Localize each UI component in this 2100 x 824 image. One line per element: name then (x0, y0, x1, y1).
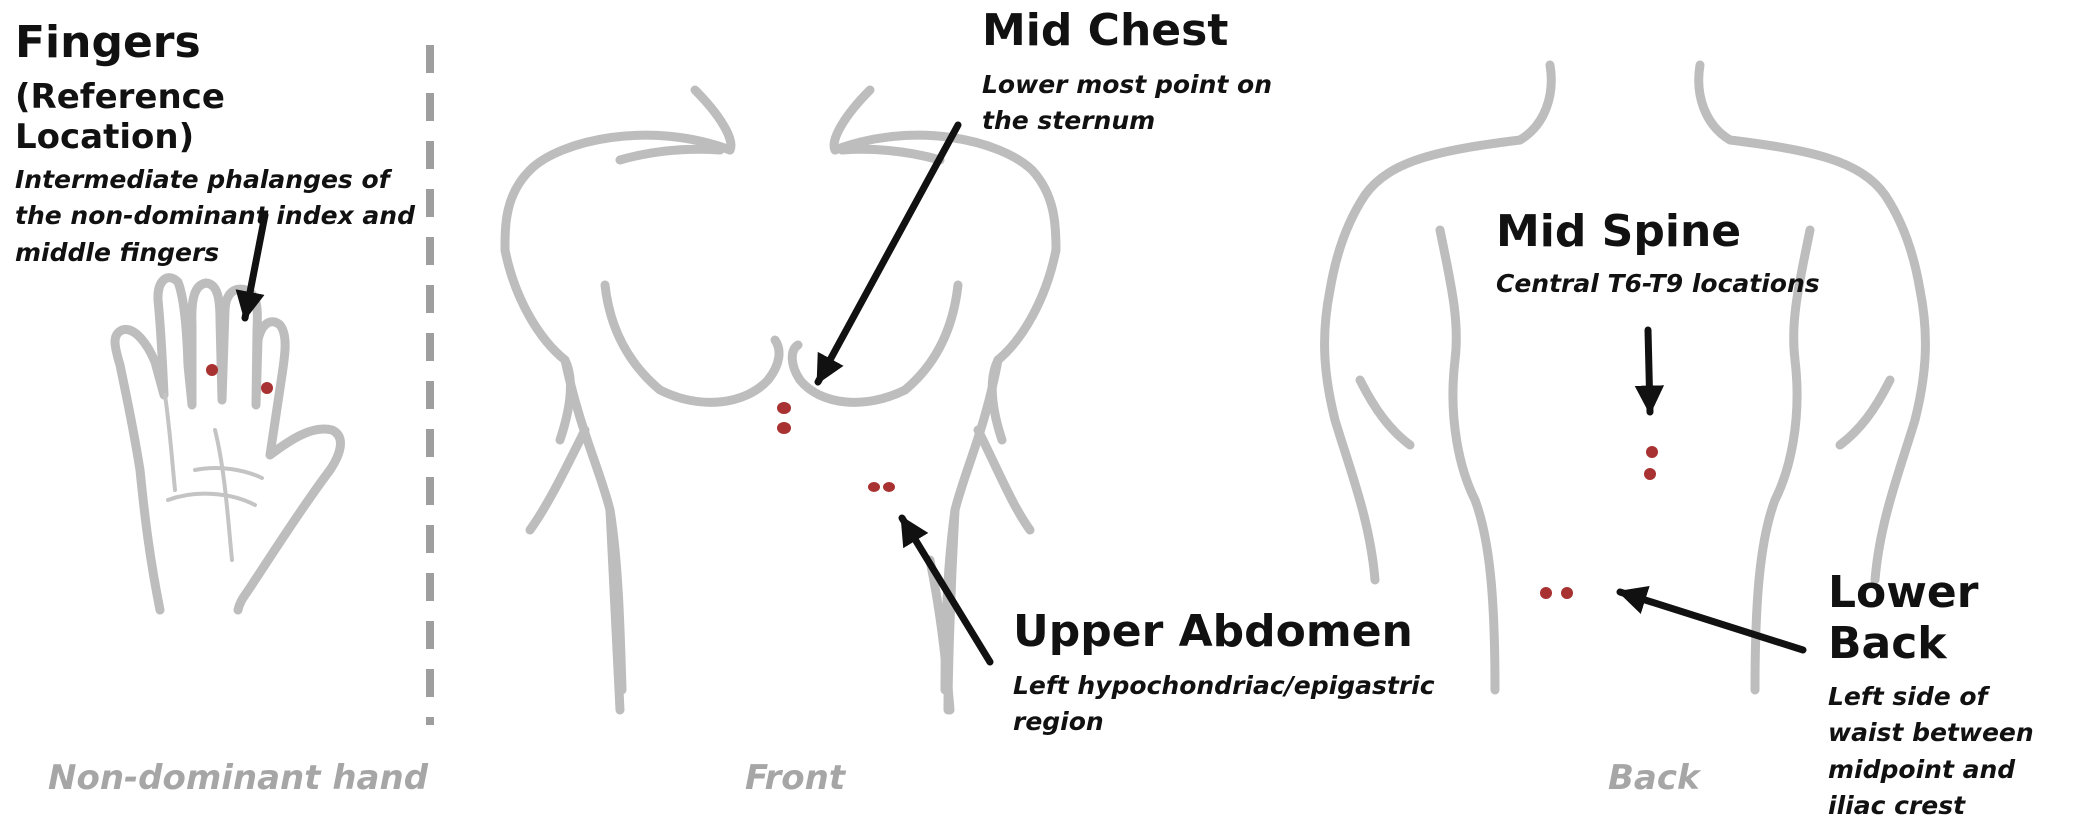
upper-abdomen-description: Left hypochondriac/epigastric region (1013, 670, 1435, 736)
mid-spine-title: Mid Spine (1496, 206, 1742, 257)
mid-chest-label: Mid Chest Lower most point on the sternu… (982, 5, 1332, 139)
back-caption: Back (1608, 758, 1700, 798)
front-torso-outline (500, 85, 1061, 715)
finger-markers (206, 364, 273, 394)
mid-spine-arrow (1634, 326, 1665, 416)
upper-abdomen-label: Upper Abdomen Left hypochondriac/epigast… (1013, 606, 1473, 740)
upper-abdomen-arrow (898, 514, 994, 666)
upper-abdomen-title: Upper Abdomen (1013, 606, 1413, 657)
marker-dot (868, 482, 880, 492)
fingers-description: Intermediate phalanges of the non-domina… (15, 165, 415, 267)
mid-spine-description: Central T6-T9 locations (1496, 268, 1820, 298)
marker-dot (883, 482, 895, 492)
mid-chest-title: Mid Chest (982, 5, 1229, 56)
marker-dot (777, 422, 791, 434)
mid-spine-label: Mid Spine Central T6-T9 locations (1496, 206, 1916, 302)
hand-outline (110, 273, 345, 615)
fingers-arrow (235, 211, 269, 322)
hand-caption: Non-dominant hand (48, 758, 429, 798)
marker-dot (1540, 587, 1552, 599)
marker-dot (1644, 468, 1656, 480)
diagram-canvas (110, 45, 1930, 725)
front-caption: Front (745, 758, 846, 798)
mid-chest-description: Lower most point on the sternum (982, 69, 1273, 135)
lower-back-label: Lower Back Left side of waist between mi… (1828, 567, 2093, 824)
marker-dot (777, 402, 791, 414)
marker-dot (1561, 587, 1573, 599)
lower-back-arrow (1616, 585, 1807, 654)
back-torso-outline (1320, 60, 1930, 695)
upper-abdomen-markers (868, 482, 895, 492)
lower-back-markers (1540, 587, 1573, 599)
marker-dot (261, 382, 273, 394)
fingers-title: Fingers (15, 17, 201, 68)
marker-dot (1646, 446, 1658, 458)
lower-back-description: Left side of waist between midpoint and … (1828, 682, 2034, 820)
mid-chest-markers (777, 402, 791, 434)
fingers-label: Fingers (Reference Location) Intermediat… (15, 17, 415, 271)
lower-back-title: Lower Back (1828, 567, 1979, 669)
fingers-subtitle: (Reference Location) (15, 76, 225, 158)
mid-chest-arrow (814, 121, 962, 386)
marker-dot (206, 364, 218, 376)
mid-spine-markers (1644, 446, 1658, 480)
